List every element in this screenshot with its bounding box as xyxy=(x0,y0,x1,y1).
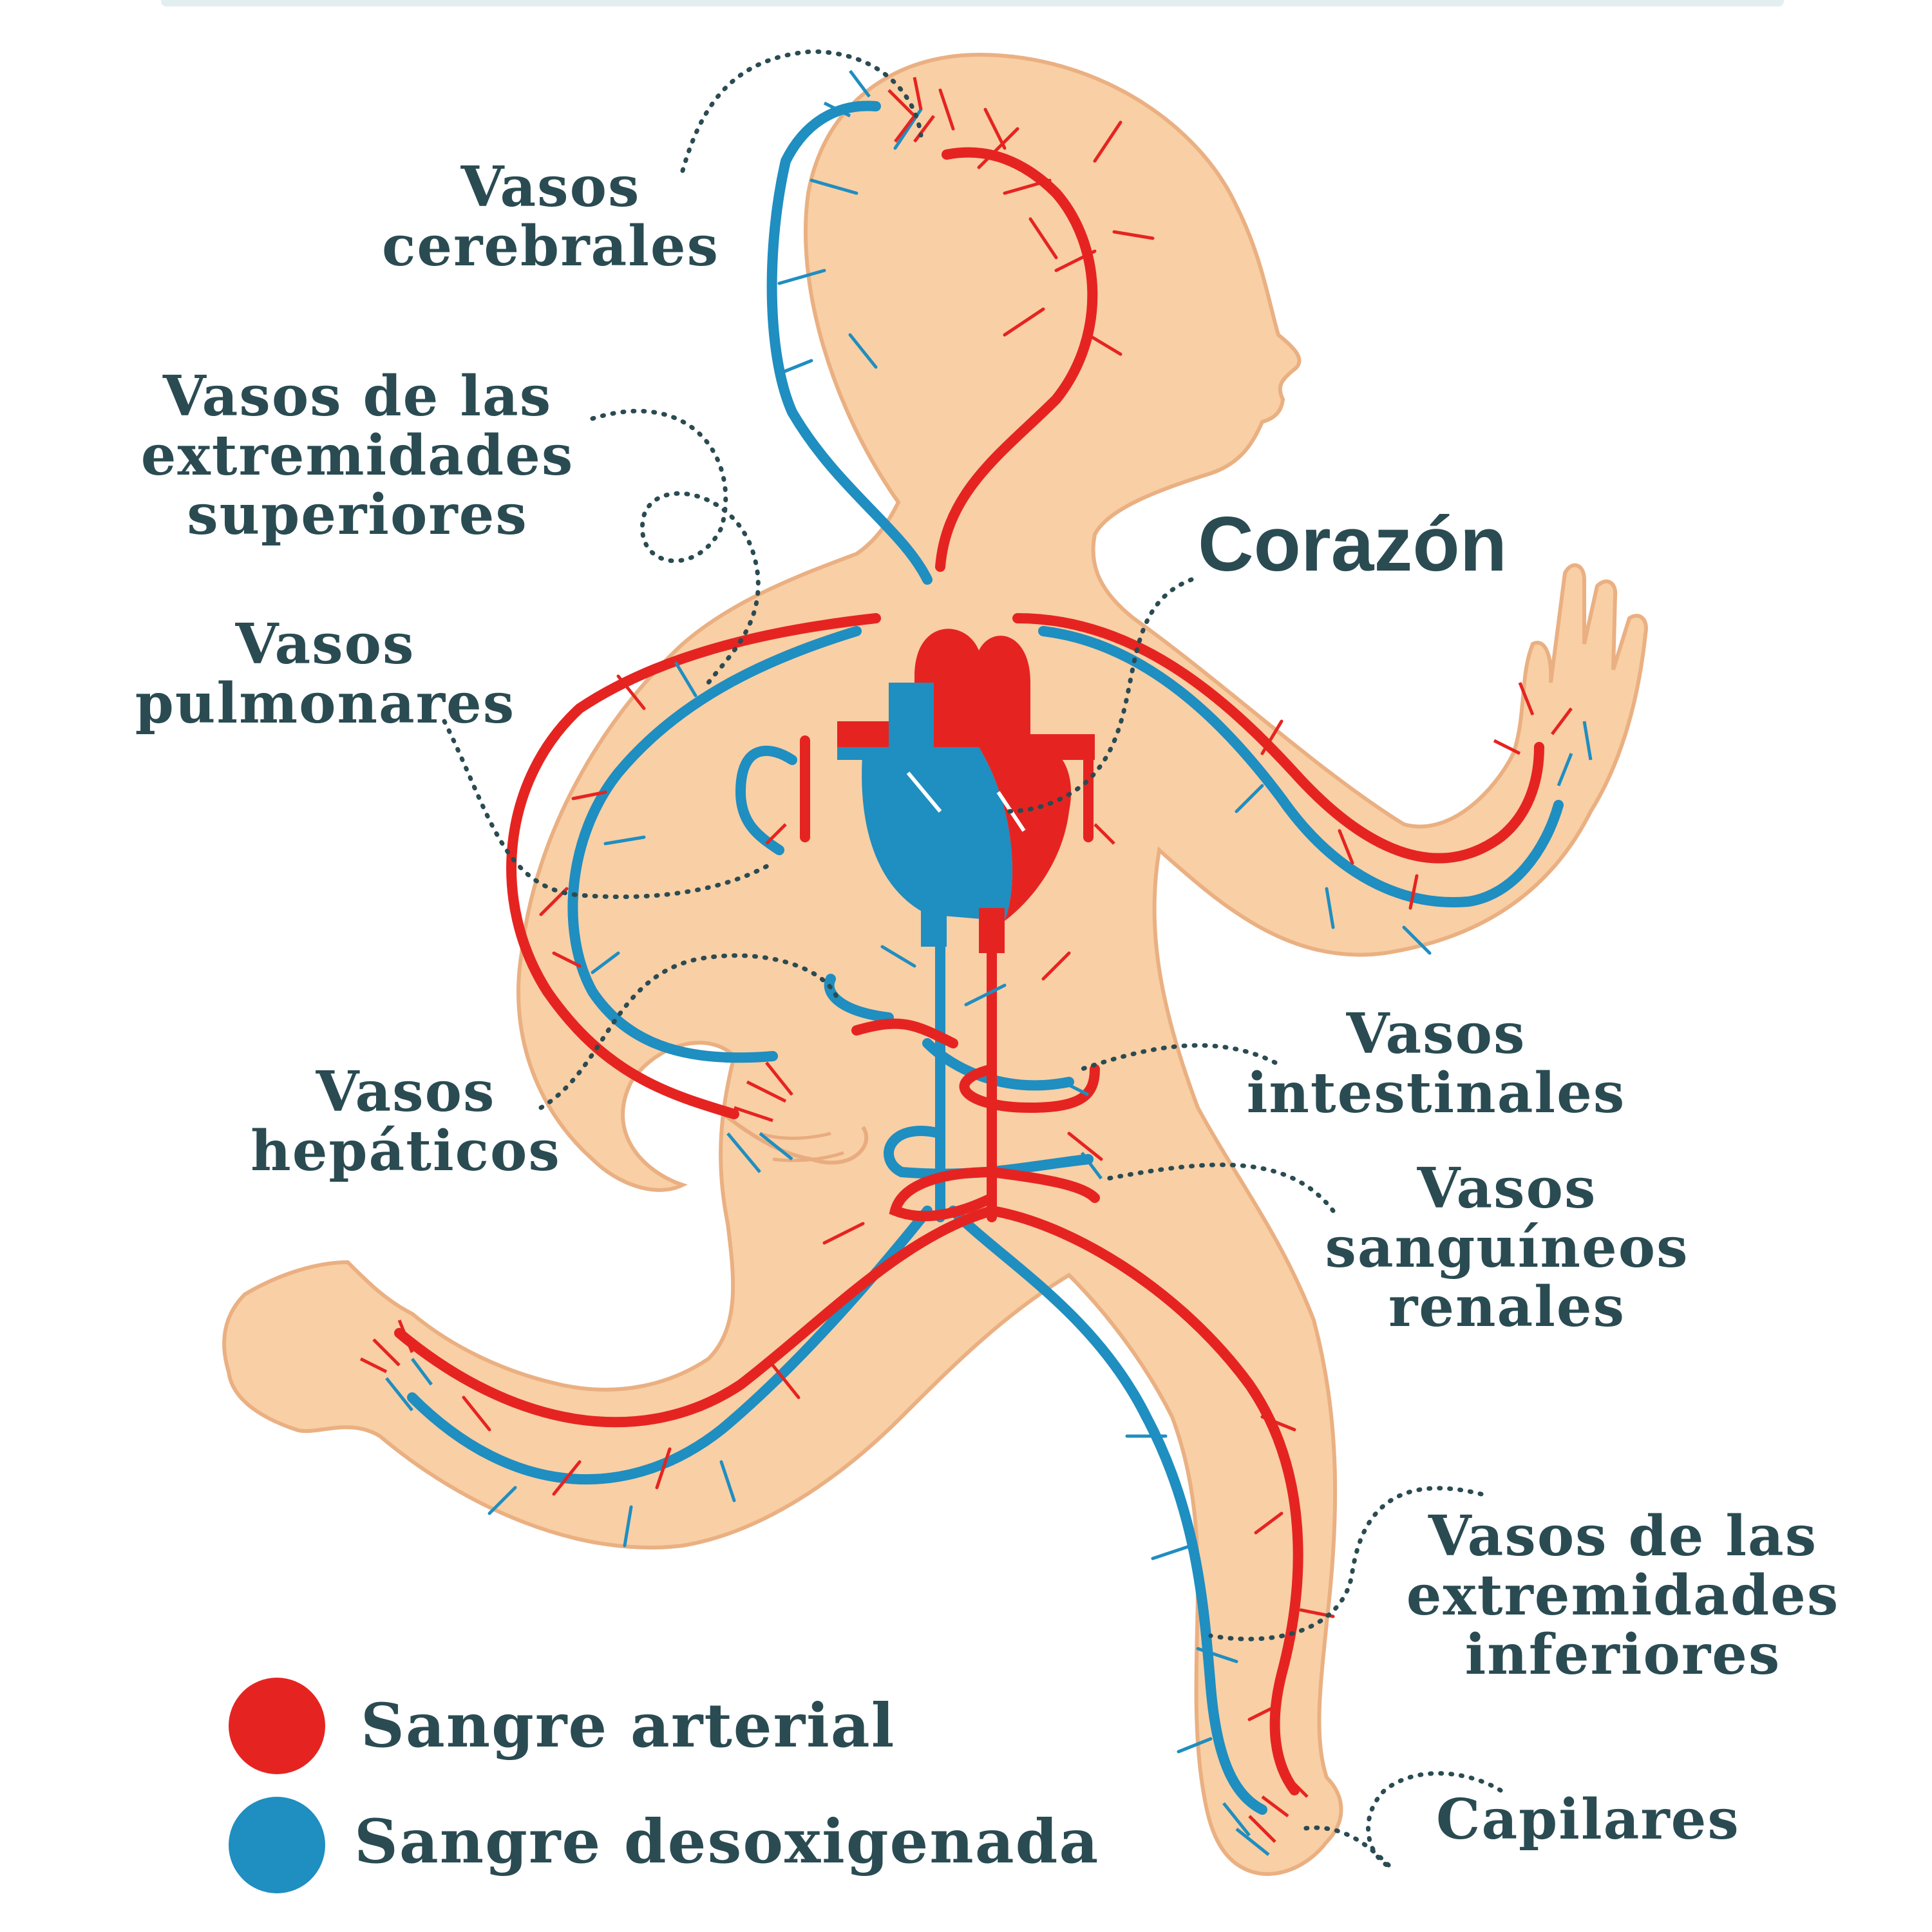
leader-upper-limbs xyxy=(590,408,761,685)
label-line: intestinales xyxy=(1246,1061,1626,1126)
capillary-branches xyxy=(462,88,1432,1754)
leader-heart xyxy=(1002,577,1194,814)
legend-swatch-arterial xyxy=(229,1678,325,1774)
label-line: Vasos xyxy=(1346,1001,1526,1066)
aorta-arch xyxy=(914,629,1030,747)
leader-lower-limbs xyxy=(1208,1486,1484,1642)
label-cerebral-vessels: Vasos cerebrales xyxy=(348,158,753,276)
leader-capillaries xyxy=(1298,1771,1503,1870)
top-border xyxy=(161,0,1784,6)
label-hepatic-vessels: Vasos hepáticos xyxy=(219,1063,592,1181)
legend-label-arterial: Sangre arterial xyxy=(361,1690,896,1761)
capillary-tufts xyxy=(359,70,1593,1856)
label-line: Vasos de las xyxy=(162,364,553,429)
leader-lines xyxy=(442,49,1503,1870)
descending-aorta xyxy=(979,908,1005,953)
label-heart: Corazón xyxy=(1198,501,1507,587)
label-line: inferiores xyxy=(1464,1622,1781,1687)
heart xyxy=(837,629,1095,953)
label-line: Vasos xyxy=(235,612,415,677)
leader-hepatic xyxy=(538,953,840,1110)
vena-cava-superior xyxy=(889,683,934,747)
label-line: superiores xyxy=(187,482,528,547)
label-lower-limb-vessels: Vasos de las extremidades inferiores xyxy=(1365,1507,1880,1685)
label-intestinal-vessels: Vasos intestinales xyxy=(1211,1005,1662,1123)
legend-label-deoxygenated: Sangre desoxigenada xyxy=(354,1806,1100,1877)
label-line: extremidades xyxy=(1406,1563,1840,1628)
label-line: cerebrales xyxy=(381,214,720,279)
leader-pulmonary xyxy=(442,719,775,900)
label-renal-vessels: Vasos sanguíneos renales xyxy=(1288,1159,1726,1337)
vena-cava-inferior xyxy=(921,902,947,947)
label-line: Vasos xyxy=(1417,1156,1597,1221)
deoxygenated-vessels xyxy=(407,100,1564,1815)
legend-swatch-deoxygenated xyxy=(229,1797,325,1893)
label-capillaries: Capilares xyxy=(1436,1787,1740,1852)
label-line: pulmonares xyxy=(135,671,516,736)
leader-renal xyxy=(1105,1162,1336,1213)
label-line: Vasos xyxy=(460,155,641,220)
heart-right-side xyxy=(862,747,1012,921)
label-line: renales xyxy=(1388,1274,1626,1340)
label-line: hepáticos xyxy=(251,1119,561,1184)
leader-intestinal xyxy=(1079,1043,1278,1072)
label-pulmonary-vessels: Vasos pulmonares xyxy=(90,615,560,734)
label-line: Vasos de las xyxy=(1428,1504,1818,1569)
label-line: extremidades xyxy=(140,423,574,488)
label-upper-limb-vessels: Vasos de las extremidades superiores xyxy=(103,367,612,545)
arterial-vessels xyxy=(394,147,1544,1795)
label-line: sanguíneos xyxy=(1325,1215,1689,1280)
label-line: Vasos xyxy=(316,1059,496,1124)
pulmonary-artery-left xyxy=(837,721,902,747)
